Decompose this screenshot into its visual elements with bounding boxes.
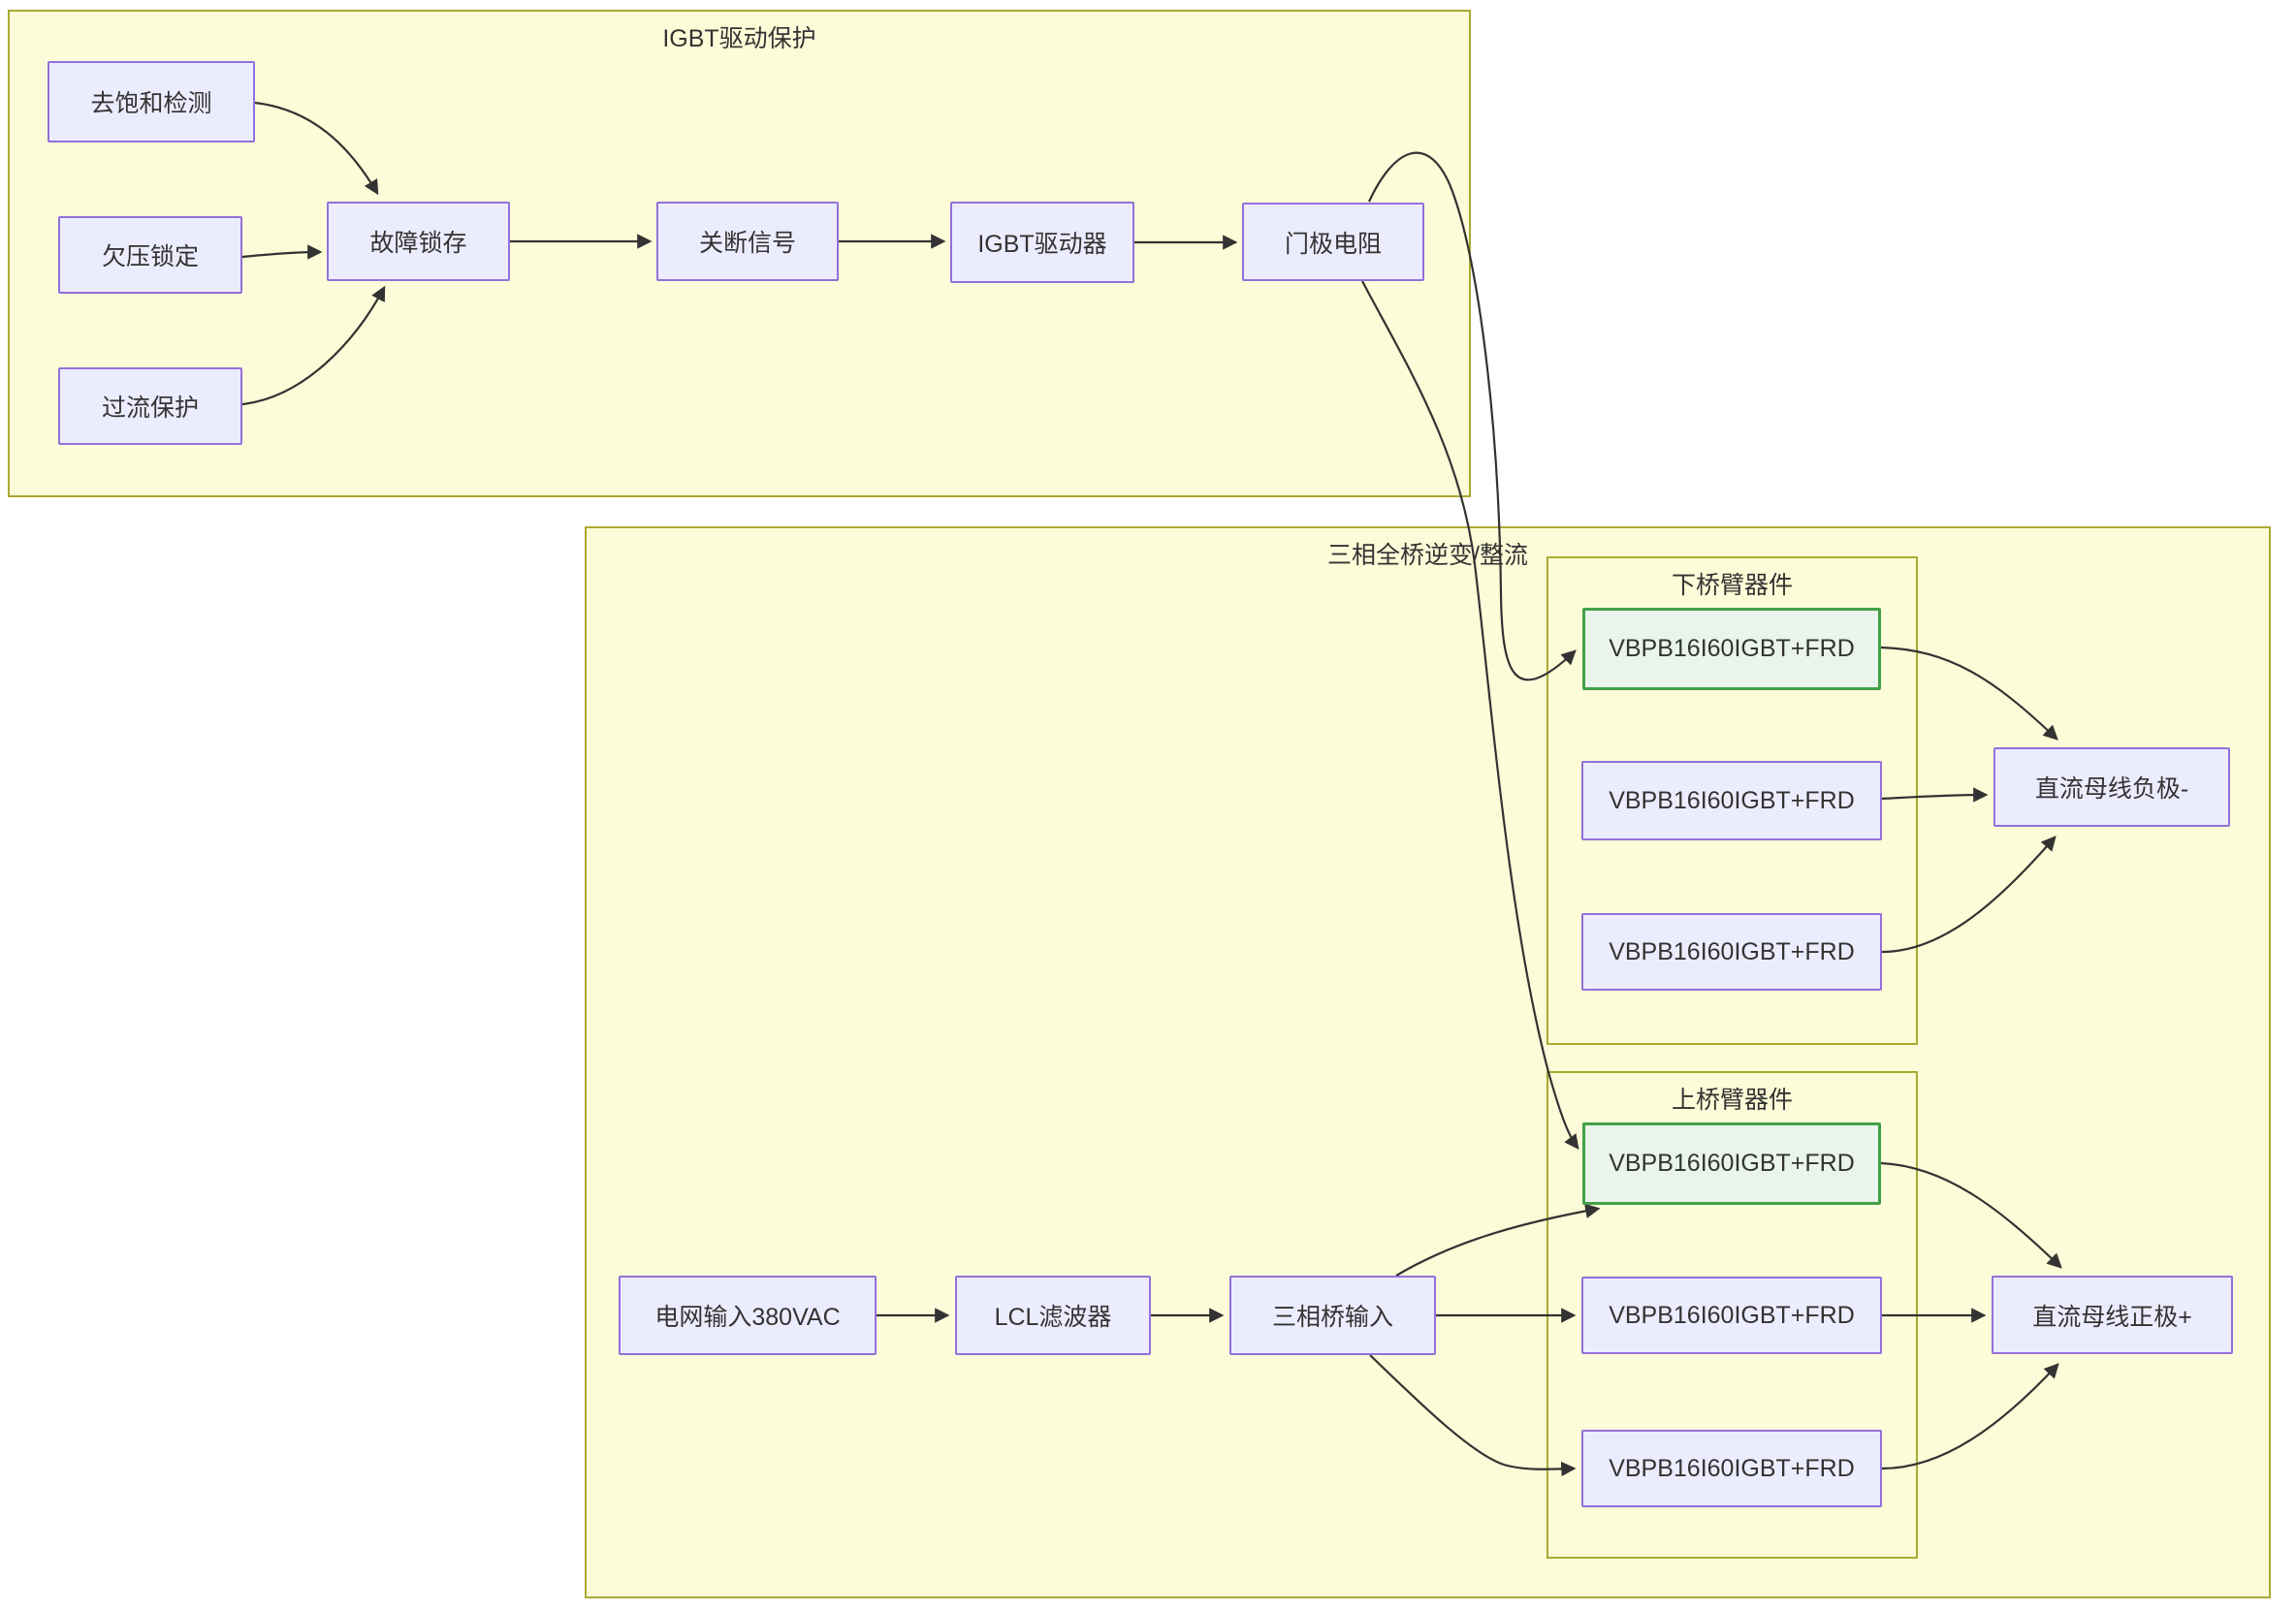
node-undervoltage-lockout: 欠压锁定 (58, 216, 242, 294)
group-title-upper-arm: 上桥臂器件 (1671, 1087, 1793, 1114)
group-title-igbt-drive-protection: IGBT驱动保护 (662, 25, 816, 52)
node-lower-igbt-2: VBPB16I60IGBT+FRD (1581, 761, 1882, 840)
group-title-three-phase-bridge: 三相全桥逆变/整流 (1327, 542, 1528, 569)
node-bridge-input: 三相桥输入 (1229, 1276, 1436, 1355)
node-gate-resistor: 门极电阻 (1242, 203, 1424, 281)
node-upper-igbt-1: VBPB16I60IGBT+FRD (1582, 1122, 1881, 1205)
node-lower-igbt-3: VBPB16I60IGBT+FRD (1581, 913, 1882, 991)
node-lower-igbt-1: VBPB16I60IGBT+FRD (1582, 608, 1881, 690)
node-igbt-driver: IGBT驱动器 (950, 202, 1134, 283)
group-title-lower-arm: 下桥臂器件 (1671, 572, 1793, 599)
node-grid-input: 电网输入380VAC (619, 1276, 877, 1355)
node-dc-bus-positive: 直流母线正极+ (1992, 1276, 2233, 1354)
node-upper-igbt-2: VBPB16I60IGBT+FRD (1581, 1277, 1882, 1354)
group-three-phase-bridge: 三相全桥逆变/整流 (585, 526, 2271, 1598)
node-overcurrent-protection: 过流保护 (58, 367, 242, 445)
node-fault-latch: 故障锁存 (327, 202, 510, 281)
node-lcl-filter: LCL滤波器 (955, 1276, 1151, 1355)
node-dc-bus-negative: 直流母线负极- (1993, 747, 2230, 827)
node-shutdown-signal: 关断信号 (656, 202, 839, 281)
node-desat-detect: 去饱和检测 (48, 61, 255, 142)
node-upper-igbt-3: VBPB16I60IGBT+FRD (1581, 1430, 1882, 1507)
